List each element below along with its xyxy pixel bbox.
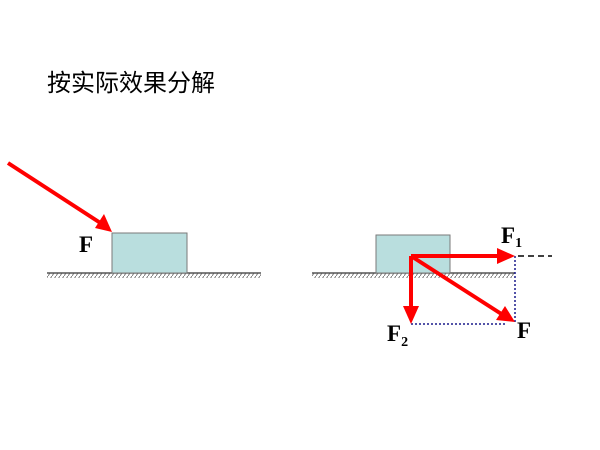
slide-title: 按实际效果分解 bbox=[47, 69, 215, 97]
right-ground bbox=[312, 272, 515, 278]
left-block bbox=[111, 232, 188, 274]
resultant-force-arrow bbox=[409, 254, 515, 322]
component-f2-arrow bbox=[403, 256, 419, 324]
left-ground bbox=[47, 272, 261, 278]
f2-label: F2 bbox=[387, 321, 408, 350]
left-figure: F bbox=[6, 161, 261, 278]
component-f1-arrow bbox=[411, 248, 515, 264]
left-force-label: F bbox=[79, 232, 93, 257]
resultant-f-label: F bbox=[517, 318, 531, 343]
f1-label: F1 bbox=[501, 223, 522, 251]
left-force-arrow bbox=[6, 161, 112, 232]
right-figure: F1 F2 F bbox=[312, 223, 552, 350]
